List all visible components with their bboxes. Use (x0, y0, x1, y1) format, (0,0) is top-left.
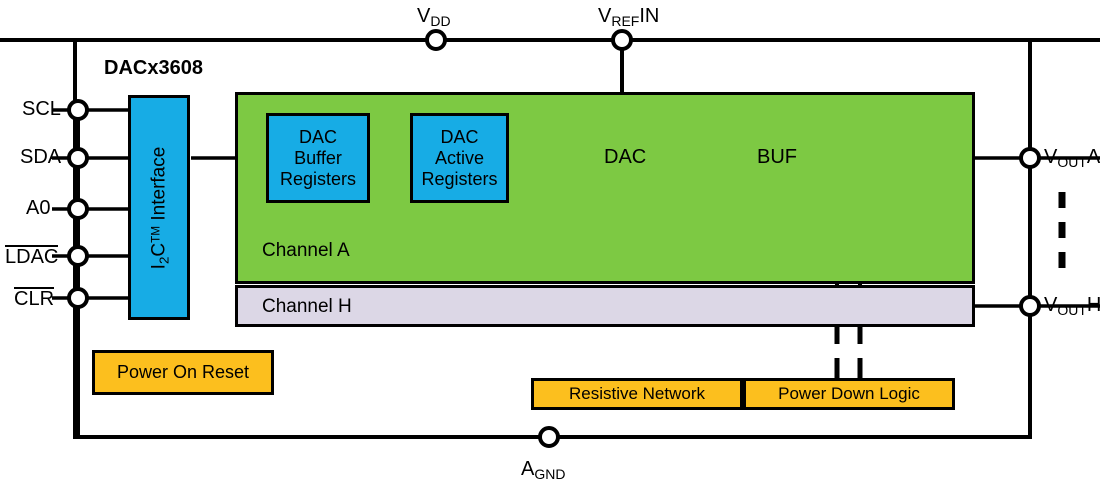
terminal-vrefin[interactable] (611, 29, 633, 51)
terminal-sda[interactable] (67, 147, 89, 169)
terminal-vdd[interactable] (425, 29, 447, 51)
pin-label-clr: CLR (14, 287, 55, 310)
pin-label-ldac: LDAC (5, 245, 59, 268)
terminal-clr[interactable] (67, 287, 89, 309)
pin-label-vdd: VDD (417, 5, 451, 29)
power-down-logic-block[interactable]: Power Down Logic (743, 378, 955, 410)
pin-label-vouth: VOUTH (1044, 294, 1100, 318)
channel-h-label: Channel H (262, 296, 352, 317)
terminal-agnd[interactable] (538, 426, 560, 448)
power-on-reset-block[interactable]: Power On Reset (92, 350, 274, 395)
dac-active-registers-block[interactable]: DAC Active Registers (410, 113, 509, 203)
pin-label-a0: A0 (26, 197, 51, 219)
pin-label-vrefin: VREFIN (598, 5, 660, 29)
dac-buffer-line-3: Registers (279, 168, 357, 189)
dac-active-line-2: Active (434, 147, 485, 168)
pin-label-clr-text: CLR (14, 287, 55, 310)
terminal-vouth[interactable] (1019, 295, 1041, 317)
pin-label-scl: SCL (22, 98, 61, 120)
dac-active-line-3: Registers (421, 168, 498, 189)
resistive-network-block[interactable]: Resistive Network (531, 378, 743, 410)
terminal-vouta[interactable] (1019, 147, 1041, 169)
buf-block-label: BUF (757, 146, 797, 168)
dac-buffer-line-2: Buffer (294, 147, 342, 168)
dac-active-line-1: DAC (440, 126, 479, 147)
pin-label-ldac-text: LDAC (5, 245, 59, 268)
terminal-ldac[interactable] (67, 245, 89, 267)
page-title: DACx3608 (104, 57, 203, 79)
channel-h-region (235, 285, 975, 327)
channel-a-label: Channel A (262, 240, 350, 261)
terminal-a0[interactable] (67, 198, 89, 220)
pin-label-vouta: VOUTA (1044, 146, 1100, 170)
dac-block-label: DAC (604, 146, 647, 168)
dac-buffer-line-1: DAC (298, 126, 337, 147)
i2c-interface-label: I2CTM Interface (148, 146, 171, 269)
pin-label-agnd: AGND (521, 458, 566, 482)
i2c-interface-block[interactable]: I2CTM Interface (128, 95, 190, 320)
pin-label-sda: SDA (20, 146, 62, 168)
dac-buffer-registers-block[interactable]: DAC Buffer Registers (266, 113, 370, 203)
terminal-scl[interactable] (67, 99, 89, 121)
